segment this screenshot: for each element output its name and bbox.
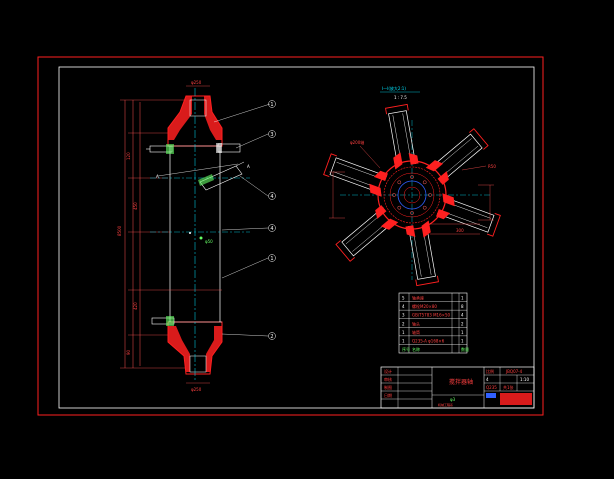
- callouts: 1 3 4 4 1 2: [213, 100, 276, 340]
- impeller-blade: [385, 103, 419, 170]
- hub-hole: [422, 180, 427, 185]
- callout-4a: 4: [270, 194, 273, 200]
- callout-3: 3: [270, 132, 273, 138]
- svg-text:420: 420: [133, 302, 138, 310]
- callout-2: 2: [270, 334, 273, 340]
- callout-1-top: 1: [270, 102, 273, 108]
- svg-text:φ50: φ50: [205, 239, 213, 244]
- bolt-assembly-lower-left: [151, 316, 175, 326]
- tb-note: φ3: [450, 397, 456, 402]
- hub-bolt-holes: [392, 175, 432, 215]
- bom-cell-qty: 1: [461, 338, 464, 343]
- tb-sheet: 共1张: [503, 384, 514, 390]
- section-note-left: φ200轴: [350, 139, 364, 145]
- bom-cell-name: Q235-A φ168×6: [412, 338, 445, 343]
- callout-4b: 4: [270, 226, 273, 232]
- section-label: I—I(放大2:1): [382, 85, 406, 91]
- bom-cell-name: GB/T5783 M16×50: [412, 313, 451, 318]
- view-marker-left: A: [156, 174, 159, 179]
- svg-text:4: 4: [486, 377, 489, 382]
- impeller-blade: [323, 153, 388, 197]
- dim-top-flange: φ250: [191, 80, 202, 85]
- hub-hole: [428, 193, 432, 197]
- bolt-assembly-middle: [198, 161, 245, 191]
- inner-frame: [58, 66, 535, 409]
- tb-designer-label: 设计: [384, 368, 392, 374]
- bom-cell-no: 2: [402, 321, 405, 326]
- bom-cell-no: 4: [402, 304, 405, 309]
- section-view: I—I(放大2:1) 1 : 7.5 φ200轴 R50 300: [323, 85, 501, 287]
- impeller-blade: [405, 220, 439, 287]
- shaft-elevation: 8500 120 450 420 90 φ250 φ250 A A: [117, 80, 276, 392]
- bolt-assembly-upper-right: [216, 143, 241, 153]
- bom-cell-name: 轴头: [412, 320, 420, 326]
- tb-company: 机械工程系: [438, 402, 453, 407]
- impeller-blade: [436, 193, 501, 237]
- bolt-assembly-upper-left: [146, 144, 174, 154]
- bom-cell-no: 1: [402, 330, 405, 335]
- hub-bore: [397, 180, 427, 210]
- svg-text:450: 450: [133, 202, 138, 210]
- dim-bottom-flange: φ250: [191, 387, 202, 392]
- hub-hole: [397, 205, 402, 210]
- tb-scale-label: 比例: [486, 368, 494, 374]
- bom-cell-qty: 1: [461, 330, 464, 335]
- callout-1-mid: 1: [270, 256, 273, 262]
- tb-red-stamp: [500, 393, 532, 405]
- tb-blue-swatch: [486, 393, 496, 398]
- bom-cell-no: 序号: [402, 346, 410, 352]
- section-scale: 1 : 7.5: [394, 95, 407, 100]
- hub-outer: [377, 160, 447, 230]
- view-marker-right: A: [247, 164, 250, 169]
- hub-hole: [410, 175, 414, 179]
- svg-text:120: 120: [126, 152, 131, 160]
- hub-hole: [410, 211, 414, 215]
- bom-cell-name: 螺栓M20×80: [412, 303, 437, 309]
- bom-cell-qty: 8: [461, 304, 464, 309]
- tb-drawer-label: 制图: [384, 384, 392, 390]
- tb-checker-label: 审核: [384, 376, 392, 382]
- outer-frame: [37, 56, 544, 416]
- bom-cell-qty: 数量: [461, 346, 469, 352]
- section-note-right: R50: [488, 164, 496, 169]
- bom-cell-qty: 4: [461, 313, 464, 318]
- bom-cell-no: 5: [402, 296, 405, 301]
- bom-cell-qty: 2: [461, 321, 464, 326]
- impeller-blades: [323, 103, 501, 287]
- hub-hole: [397, 180, 402, 185]
- bom-cell-name: 轴承座: [412, 295, 424, 301]
- hub-hole: [392, 193, 396, 197]
- tb-material: Q235: [486, 385, 497, 390]
- tb-date-label: 日期: [384, 392, 392, 398]
- bom-cell-qty: 1: [461, 296, 464, 301]
- title-block: 设计 审核 制图 日期 搅拌器轴 φ3 机械工程系 比例 JBQ07-4 4 1…: [380, 366, 535, 409]
- bom-cell-name: 轴筒: [412, 329, 420, 335]
- bom-cell-name: 名称: [412, 346, 420, 352]
- bom-cell-no: 3: [402, 313, 405, 318]
- tb-title: 搅拌器轴: [449, 378, 473, 386]
- hub-hole: [422, 205, 427, 210]
- bom-table: 5 轴承座 1 4 螺栓M20×80 8 3 GB/T5783 M16×50 4 2 轴头 2 1 轴筒 1…: [398, 292, 469, 354]
- dim-mid: 300: [456, 228, 464, 233]
- impeller-blade: [425, 128, 489, 185]
- dim-overall-height: 8500: [117, 225, 122, 236]
- bom-cell-no: 1: [402, 338, 405, 343]
- impeller-blade: [335, 205, 399, 262]
- svg-text:90: 90: [126, 349, 131, 355]
- tb-scale: 1:10: [520, 377, 529, 382]
- tb-drawing-no: JBQ07-4: [505, 369, 523, 374]
